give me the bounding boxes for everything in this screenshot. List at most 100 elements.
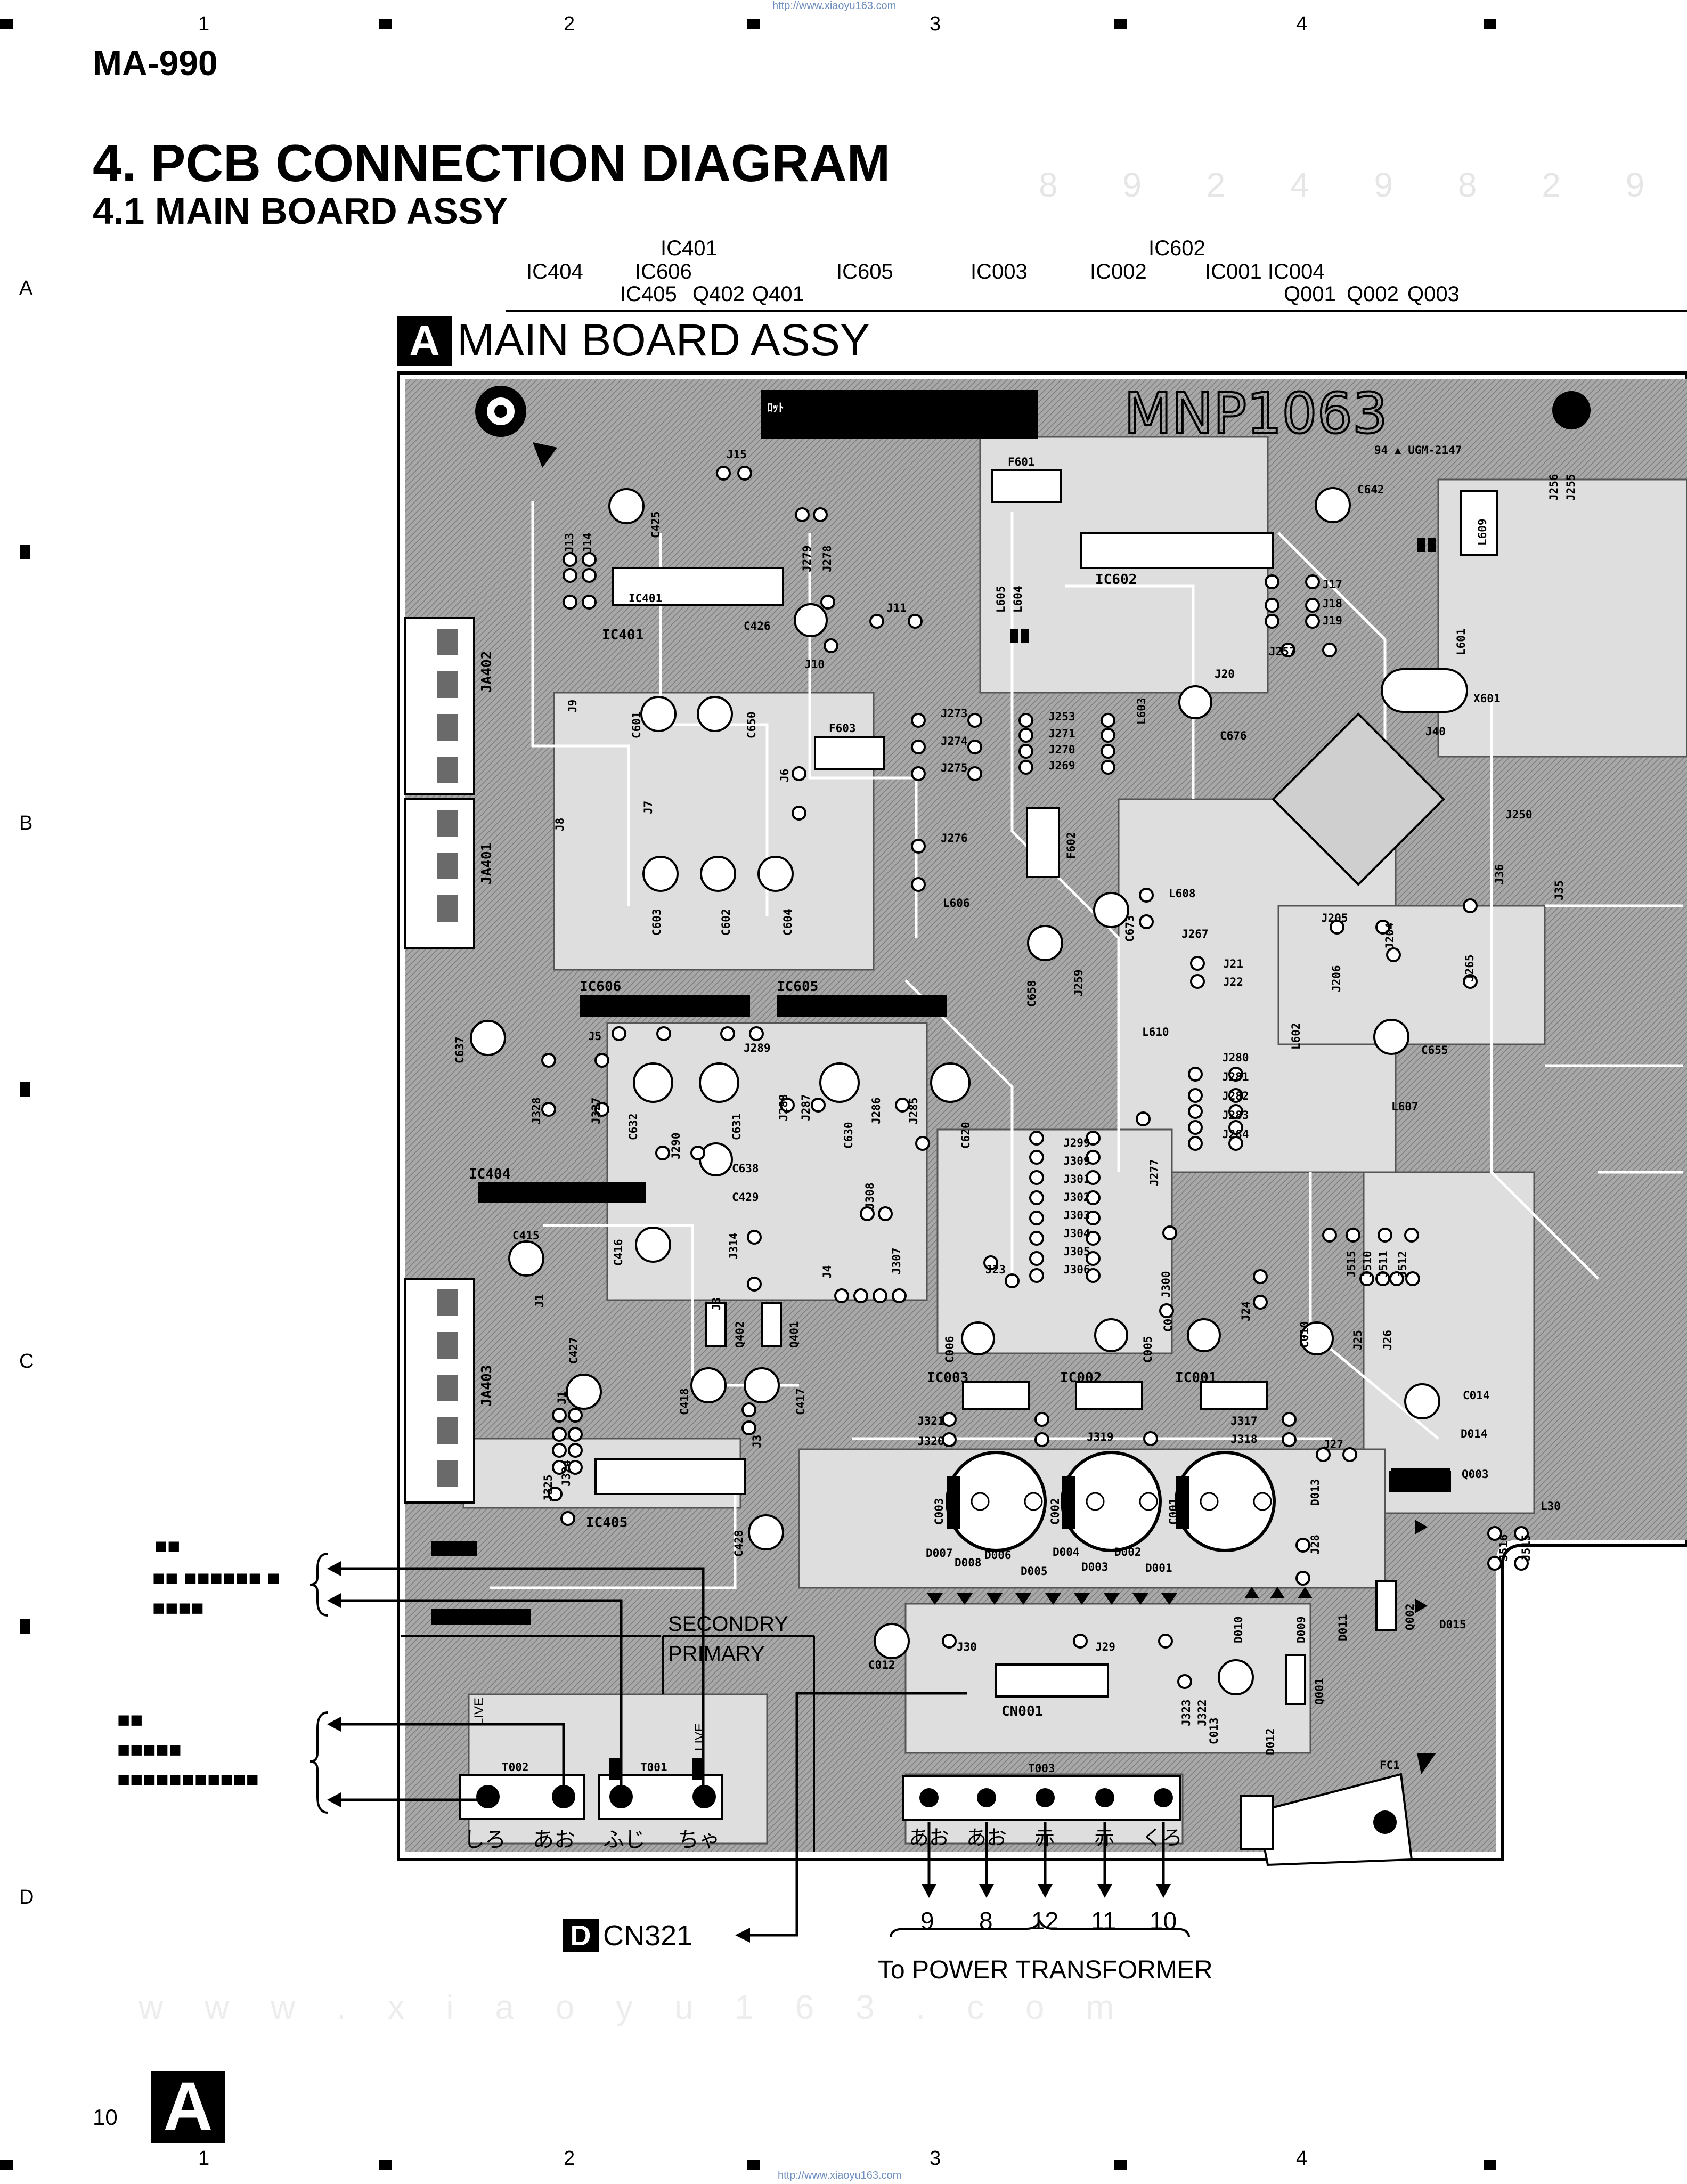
- svg-text:J13: J13: [563, 533, 576, 553]
- column-number-3: 3: [930, 13, 941, 35]
- svg-text:J23: J23: [985, 1263, 1006, 1276]
- t003-pin3: 赤: [1034, 1827, 1055, 1849]
- svg-text:C415: C415: [512, 1229, 540, 1242]
- svg-text:J273: J273: [941, 707, 968, 720]
- label-secondary: SECONDRY: [668, 1612, 788, 1636]
- column-number-4: 4: [1296, 13, 1308, 35]
- legend-q003: Q003: [1407, 282, 1460, 306]
- svg-text:IC401: IC401: [629, 592, 662, 605]
- legend-ic602: IC602: [1148, 237, 1205, 260]
- svg-text:C014: C014: [1463, 1389, 1490, 1402]
- svg-text:J289: J289: [744, 1042, 771, 1054]
- svg-text:J8: J8: [553, 818, 566, 831]
- board-title: MAIN BOARD ASSY: [457, 315, 870, 365]
- svg-text:IC602: IC602: [1095, 572, 1137, 588]
- model-name: MA-990: [93, 43, 218, 83]
- svg-text:J304: J304: [1063, 1227, 1090, 1240]
- svg-text:C631: C631: [730, 1113, 743, 1140]
- svg-text:ﾛｯﾄ: ﾛｯﾄ: [767, 401, 784, 414]
- svg-text:C013: C013: [1208, 1717, 1220, 1744]
- svg-text:L610: L610: [1142, 1026, 1169, 1038]
- legend-rule: [506, 310, 1687, 312]
- svg-text:J270: J270: [1048, 743, 1075, 756]
- legend-ic002: IC002: [1090, 260, 1147, 283]
- bottom-watermark: w w w . x i a o y u 1 6 3 . c o m: [138, 1988, 1130, 2026]
- svg-text:J271: J271: [1048, 727, 1075, 740]
- t002-pin1: しろ: [463, 1828, 506, 1852]
- svg-text:C417: C417: [794, 1388, 807, 1415]
- svg-text:L601: L601: [1455, 628, 1468, 655]
- group2-line2: ■■■■■: [117, 1738, 182, 1761]
- ic-bodies: [478, 532, 1274, 1698]
- svg-text:J274: J274: [941, 735, 968, 748]
- svg-text:IC401: IC401: [602, 627, 643, 643]
- connector-fc1: FC1: [1240, 1753, 1436, 1866]
- svg-text:D005: D005: [1021, 1565, 1048, 1578]
- registration-mark: [379, 2160, 392, 2170]
- svg-text:J5: J5: [588, 1030, 601, 1043]
- svg-text:D003: D003: [1081, 1561, 1109, 1573]
- svg-text:C602: C602: [720, 908, 732, 936]
- svg-text:IC003: IC003: [927, 1370, 968, 1386]
- svg-text:J265: J265: [1463, 954, 1476, 981]
- svg-text:L603: L603: [1135, 697, 1148, 725]
- bulk-capacitors: [946, 1451, 1276, 1552]
- svg-text:J320: J320: [917, 1435, 944, 1448]
- svg-text:J327: J327: [590, 1097, 602, 1124]
- svg-text:J321: J321: [917, 1415, 944, 1427]
- svg-text:D007: D007: [926, 1547, 953, 1560]
- svg-text:C001: C001: [1167, 1498, 1180, 1525]
- svg-text:J206: J206: [1330, 965, 1343, 992]
- svg-text:Q001: Q001: [1313, 1678, 1326, 1705]
- svg-text:J288: J288: [777, 1094, 790, 1121]
- svg-text:J300: J300: [1160, 1271, 1172, 1298]
- svg-text:J309: J309: [1063, 1155, 1090, 1167]
- transformer-t003: T003: [902, 1762, 1181, 1821]
- svg-text:L604: L604: [1012, 586, 1024, 613]
- transformer-pin-11: 11: [1091, 1907, 1116, 1935]
- isolation-boundary: [401, 1635, 815, 1852]
- svg-text:J25: J25: [1351, 1330, 1364, 1350]
- svg-text:J305: J305: [1063, 1245, 1090, 1258]
- svg-text:C427: C427: [567, 1337, 580, 1364]
- cn321-letter: D: [570, 1920, 591, 1952]
- legend-ic001-ic004: IC001 IC004: [1205, 260, 1325, 283]
- svg-text:J322: J322: [1196, 1699, 1209, 1726]
- svg-text:J319: J319: [1087, 1431, 1114, 1443]
- svg-text:J1: J1: [533, 1294, 546, 1308]
- registration-mark: [379, 19, 392, 29]
- svg-text:J269: J269: [1048, 759, 1075, 772]
- svg-text:J278: J278: [821, 545, 834, 572]
- registration-mark: [20, 545, 30, 559]
- svg-text:L606: L606: [943, 897, 970, 910]
- svg-text:C428: C428: [732, 1530, 745, 1557]
- legend-q402: Q402: [692, 282, 745, 306]
- svg-text:JA402: JA402: [479, 651, 495, 693]
- legend-ic605: IC605: [836, 260, 893, 283]
- svg-text:Q402: Q402: [734, 1321, 746, 1348]
- svg-text:L609: L609: [1476, 518, 1489, 546]
- column-number-1-bottom: 1: [198, 2147, 210, 2170]
- svg-text:J30: J30: [957, 1641, 977, 1653]
- svg-text:C673: C673: [1123, 915, 1136, 942]
- legend-ic405: IC405: [620, 282, 677, 306]
- group2-line1: ■■: [117, 1708, 143, 1732]
- board-letter-badge: A: [397, 316, 452, 366]
- diamond-chip: [1272, 712, 1445, 886]
- svg-text:C425: C425: [649, 511, 662, 538]
- svg-text:J286: J286: [870, 1097, 883, 1124]
- registration-mark: [1114, 2160, 1127, 2170]
- svg-text:C676: C676: [1220, 729, 1247, 742]
- legend-q001: Q001: [1284, 282, 1336, 306]
- column-number-1: 1: [198, 13, 210, 35]
- svg-text:J287: J287: [800, 1094, 812, 1121]
- subsection-title: 4.1 MAIN BOARD ASSY: [93, 190, 508, 232]
- row-letter-d: D: [19, 1886, 34, 1909]
- svg-text:C003: C003: [933, 1498, 946, 1525]
- svg-text:J205: J205: [1321, 912, 1348, 924]
- registration-mark: [20, 1082, 30, 1097]
- svg-text:J324: J324: [560, 1459, 573, 1487]
- svg-text:JA403: JA403: [479, 1365, 495, 1407]
- svg-text:J6: J6: [778, 769, 791, 782]
